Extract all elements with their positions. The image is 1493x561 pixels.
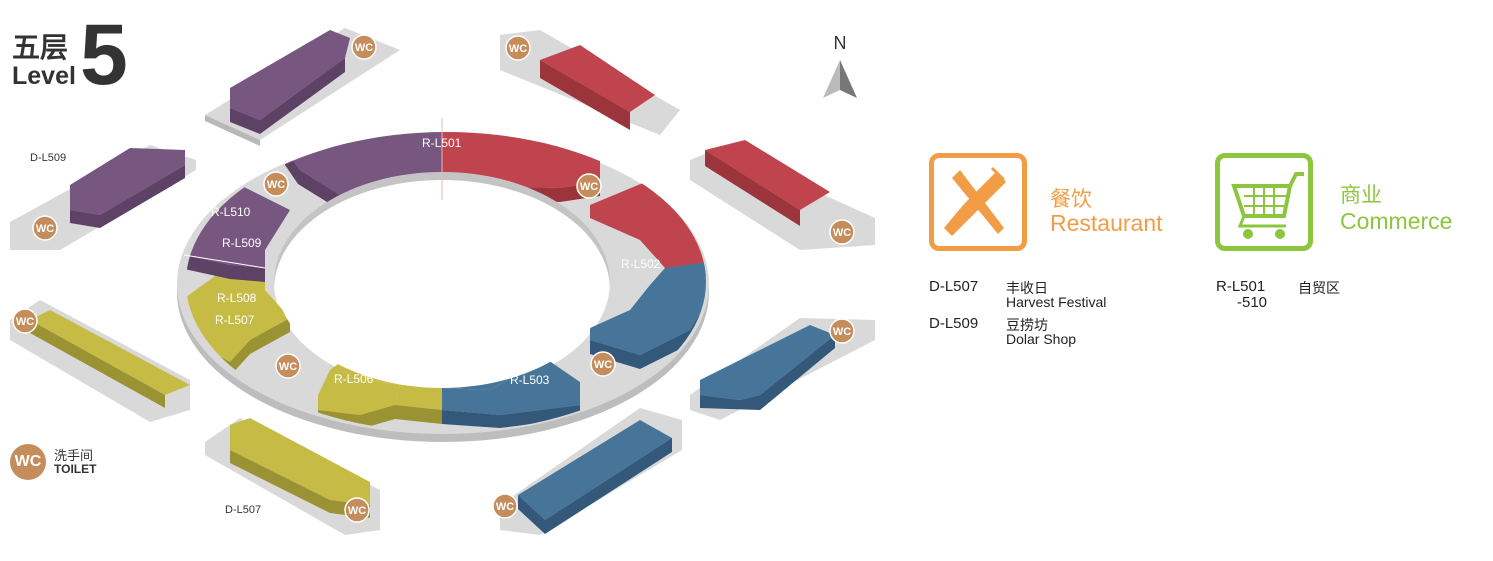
- wc-badge-label: WC: [348, 505, 366, 517]
- unit-label-r-l506: R-L506: [334, 372, 374, 386]
- unit-label-r-l504: R-L504: [446, 372, 486, 386]
- wc-badge-label: WC: [355, 42, 373, 54]
- wc-badge-label: WC: [509, 43, 527, 55]
- block-southwest: [205, 418, 380, 535]
- wc-badge-label: WC: [580, 181, 598, 193]
- toilet-label-en: TOILET: [54, 462, 97, 476]
- level-label-cn: 五层: [12, 31, 69, 64]
- floor-map: N WC WC WC WC WC WC WC WC WC WC WC WC R-L501 R-L502…: [10, 28, 875, 535]
- wc-badge-icon: [275, 353, 301, 379]
- entry-code-range: -510: [1237, 294, 1268, 311]
- unit-label-r-l501: R-L501: [422, 136, 462, 150]
- wc-badge-icon: [492, 493, 518, 519]
- wc-badge-label: WC: [267, 179, 285, 191]
- wc-badge-icon: [32, 215, 58, 241]
- entry-name-cn: 丰收日: [1006, 281, 1048, 297]
- wc-badge-label: WC: [16, 316, 34, 328]
- commerce-label-cn: 商业: [1340, 183, 1382, 207]
- entry-code: D-L507: [929, 278, 979, 295]
- wc-badge-label: WC: [496, 501, 514, 513]
- shopping-cart-icon: [1231, 172, 1304, 239]
- unit-r-l503[interactable]: [442, 358, 580, 415]
- wc-badges: WC WC WC WC WC WC WC WC WC WC WC WC: [12, 34, 855, 523]
- level-label-en: Level: [12, 62, 76, 90]
- wc-badge-icon: [12, 308, 38, 334]
- wc-badge-icon: [576, 173, 602, 199]
- fork-knife-icon: [944, 166, 1006, 236]
- compass-label: N: [834, 33, 847, 53]
- entry-name-en: Harvest Festival: [1006, 294, 1107, 310]
- block-east-red: [690, 140, 875, 250]
- wc-badge-icon: [351, 34, 377, 60]
- entry-code: R-L501: [1216, 278, 1266, 295]
- outer-label-d-l509: D-L509: [30, 152, 66, 164]
- wc-badge-icon: WC: [10, 444, 46, 480]
- restaurant-label-cn: 餐饮: [1050, 187, 1092, 211]
- ring-floor: [177, 134, 709, 442]
- unit-label-r-l502: R-L502: [621, 257, 661, 271]
- wc-badge-icon: [829, 219, 855, 245]
- unit-label-r-l503: R-L503: [510, 373, 550, 387]
- block-northwest: [205, 28, 400, 146]
- wc-badge-icon: [505, 35, 531, 61]
- wc-badge-icon: [590, 351, 616, 377]
- entry-name-cn: 豆捞坊: [1006, 318, 1048, 334]
- entry-name-cn: 自贸区: [1298, 281, 1340, 297]
- block-northeast: [500, 30, 680, 135]
- block-west-yellow: [10, 300, 190, 422]
- compass: N: [823, 33, 857, 98]
- commerce-icon-box: [1215, 153, 1313, 251]
- wc-badge-icon: [344, 497, 370, 523]
- commerce-label-en: Commerce: [1340, 208, 1453, 234]
- wc-badge-label: WC: [594, 359, 612, 371]
- block-east-blue: [690, 318, 875, 420]
- unit-label-r-l508: R-L508: [217, 291, 257, 305]
- restaurant-icon-box: [929, 153, 1027, 251]
- unit-label-r-l509: R-L509: [222, 236, 262, 250]
- wc-badge-icon: [829, 318, 855, 344]
- outer-label-d-l507: D-L507: [225, 504, 261, 516]
- entry-name-en: Dolar Shop: [1006, 331, 1077, 347]
- unit-r-l507[interactable]: [182, 265, 290, 362]
- restaurant-label-en: Restaurant: [1050, 210, 1163, 236]
- wc-badge-label: WC: [833, 326, 851, 338]
- entry-code: D-L509: [929, 315, 979, 332]
- unit-r-l506[interactable]: [318, 355, 400, 415]
- wc-badge-label: WC: [833, 227, 851, 239]
- unit-label-r-l505: R-L505: [389, 370, 429, 384]
- block-southeast: [500, 408, 682, 535]
- unit-r-l502-south[interactable]: [590, 262, 708, 355]
- wc-badge-icon: [263, 171, 289, 197]
- unit-label-r-l510: R-L510: [211, 205, 251, 219]
- unit-label-r-l507: R-L507: [215, 313, 255, 327]
- toilet-label-cn: 洗手间: [54, 449, 94, 464]
- wc-badge-label: WC: [279, 361, 297, 373]
- level-number: 5: [80, 7, 128, 103]
- wc-badge-label: WC: [36, 223, 54, 235]
